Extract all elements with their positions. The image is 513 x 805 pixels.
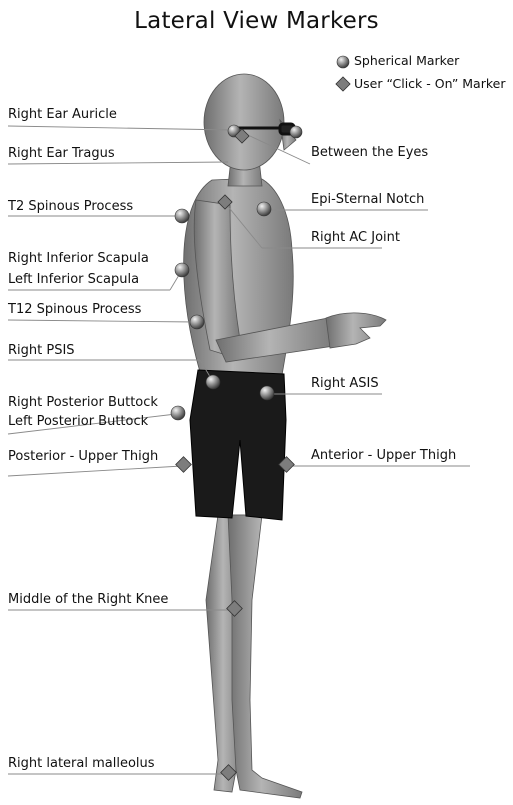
label-middle-right-knee: Middle of the Right Knee	[8, 592, 168, 608]
label-posterior-upper-thigh: Posterior - Upper Thigh	[8, 449, 158, 465]
label-right-ac-joint: Right AC Joint	[311, 230, 400, 246]
label-anterior-upper-thigh: Anterior - Upper Thigh	[311, 448, 456, 464]
diagram-title: Lateral View Markers	[0, 8, 513, 34]
label-t12-spinous: T12 Spinous Process	[8, 302, 141, 318]
label-right-ear-auricle: Right Ear Auricle	[8, 107, 117, 123]
label-right-inferior-scapula: Right Inferior Scapula	[8, 251, 149, 267]
label-right-lateral-malleolus: Right lateral malleolus	[8, 756, 155, 772]
marker-epi-sternal	[257, 202, 271, 216]
marker-t12	[190, 315, 204, 329]
label-right-ear-tragus: Right Ear Tragus	[8, 146, 115, 162]
label-left-posterior-buttock: Left Posterior Buttock	[8, 414, 148, 430]
marker-inferior-scapula	[175, 263, 189, 277]
label-between-the-eyes: Between the Eyes	[311, 145, 428, 161]
label-t2-spinous: T2 Spinous Process	[8, 199, 133, 215]
marker-asis	[260, 386, 274, 400]
label-right-psis: Right PSIS	[8, 343, 75, 359]
legend-click-on-label: User “Click - On” Marker	[354, 76, 505, 91]
legend-sphere-icon	[337, 56, 349, 68]
legend-click-on: User “Click - On” Marker	[354, 76, 505, 91]
label-epi-sternal-notch: Epi-Sternal Notch	[311, 192, 424, 208]
legend-spherical-label: Spherical Marker	[354, 53, 459, 68]
marker-posterior-thigh	[176, 457, 192, 473]
marker-posterior-buttock	[171, 406, 185, 420]
label-left-inferior-scapula: Left Inferior Scapula	[8, 272, 139, 288]
marker-t2	[175, 209, 189, 223]
legend-diamond-icon	[336, 77, 350, 91]
marker-between-eyes	[290, 126, 302, 138]
marker-psis	[206, 375, 220, 389]
label-right-posterior-buttock: Right Posterior Buttock	[8, 395, 158, 411]
label-right-asis: Right ASIS	[311, 376, 379, 392]
legend-spherical: Spherical Marker	[354, 53, 459, 68]
